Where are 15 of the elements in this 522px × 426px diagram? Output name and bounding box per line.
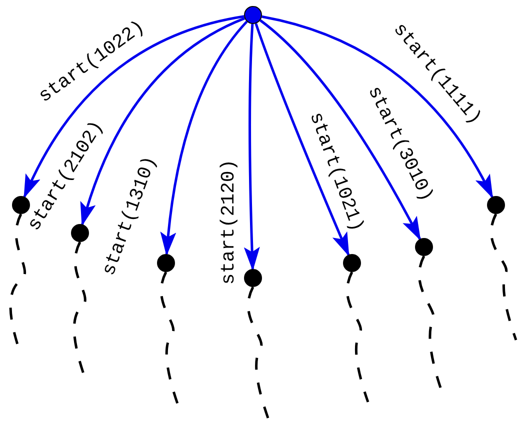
arrow bbox=[262, 15, 494, 199]
arrow bbox=[80, 17, 246, 226]
circle-node bbox=[244, 269, 262, 287]
circle-node bbox=[343, 254, 361, 272]
circle-node bbox=[415, 238, 433, 256]
circle-node bbox=[487, 196, 505, 214]
arrow bbox=[254, 23, 350, 257]
arrow bbox=[260, 19, 421, 241]
circle-node bbox=[157, 254, 175, 272]
circle-node bbox=[244, 6, 262, 24]
arrow bbox=[244, 24, 260, 271]
arrow bbox=[23, 15, 244, 199]
circle-node bbox=[12, 196, 30, 214]
arrow bbox=[160, 20, 248, 256]
edge-label: start(2120) bbox=[220, 159, 238, 285]
